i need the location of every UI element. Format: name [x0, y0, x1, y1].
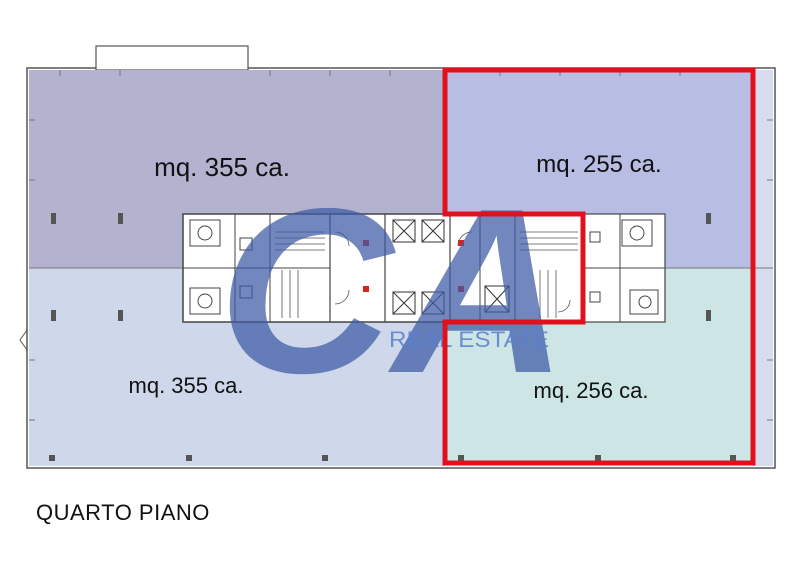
building-core [182, 213, 666, 323]
watermark-logo: CA [218, 159, 568, 422]
area-label-top-left: mq. 355 ca. [154, 152, 290, 182]
area-label-bottom-left: mq. 355 ca. [129, 373, 244, 398]
roof-protrusion [95, 45, 249, 71]
side-notch [19, 329, 28, 351]
floor-caption: QUARTO PIANO [36, 500, 210, 525]
watermark-logo-text: CA [218, 159, 568, 422]
area-label-bottom-right: mq. 256 ca. [534, 378, 649, 403]
watermark-tagline: REAL ESTATE [389, 327, 549, 352]
highlight-outline [442, 67, 756, 466]
area-label-top-right: mq. 255 ca. [536, 151, 661, 178]
structural-columns [49, 213, 736, 461]
